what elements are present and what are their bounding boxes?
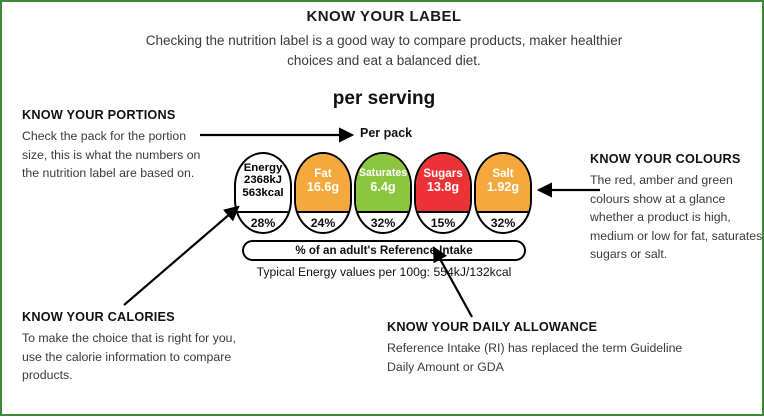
nutrient-cell-saturates-capsule (354, 152, 412, 234)
nutrient-salt-value: 1.92g (486, 179, 520, 194)
nutrient-cell-salt-divider (476, 211, 530, 214)
typical-energy-values: Typical Energy values per 100g: 554kJ/13… (256, 265, 512, 279)
nutrient-saturates-value: 6.4g (370, 179, 396, 194)
nutrient-saturates-name: Saturates (358, 166, 408, 179)
annotation-allowance-body: Reference Intake (RI) has replaced the t… (387, 341, 683, 374)
annotation-portions-heading: KNOW YOUR PORTIONS (22, 108, 176, 122)
nutrient-fat-percent: 24% (310, 215, 336, 230)
nutrient-cell-sugars: Sugars 13.8g 15% (414, 152, 472, 234)
annotation-know-your-calories: KNOW YOUR CALORIES To make the choice th… (22, 310, 257, 385)
nutrient-energy-kcal: 563kcal (242, 186, 284, 199)
nutrient-salt-percent: 32% (490, 215, 516, 230)
nutrient-cell-sugars-capsule (414, 152, 472, 234)
nutrient-cell-sugars-fill (416, 154, 470, 211)
nutrient-sugars-percent: 15% (430, 215, 456, 230)
nutrient-fat-value: 16.6g (306, 179, 340, 194)
nutrient-cell-energy-text: Energy 2368kJ 563kcal (234, 152, 292, 209)
nutrient-cell-fat-capsule (294, 152, 352, 234)
nutrient-salt-name: Salt (492, 166, 514, 180)
nutrient-cell-sugars-text: Sugars 13.8g (414, 152, 472, 209)
annotation-colours-heading: KNOW YOUR COLOURS (590, 152, 741, 166)
nutrient-cell-salt: Salt 1.92g 32% (474, 152, 532, 234)
page-title: KNOW YOUR LABEL (306, 8, 462, 25)
nutrient-cell-energy: Energy 2368kJ 563kcal 28% (234, 152, 292, 234)
per-pack-label: Per pack (360, 126, 413, 140)
nutrient-cell-sugars-divider (416, 211, 470, 214)
nutrient-cell-fat-fill (296, 154, 350, 211)
nutrient-cell-fat-divider (296, 211, 350, 214)
per-serving-heading: per serving (332, 88, 436, 109)
nutrient-cell-energy-divider (236, 211, 290, 214)
annotation-calories-heading: KNOW YOUR CALORIES (22, 310, 175, 324)
nutrient-cell-saturates-text: Saturates 6.4g (354, 152, 412, 209)
reference-intake-pill: % of an adult's Reference Intake (242, 240, 526, 261)
nutrient-saturates-percent: 32% (370, 215, 396, 230)
nutrient-fat-name: Fat (314, 166, 332, 180)
page-subtitle: Checking the nutrition label is a good w… (145, 33, 623, 68)
nutrient-cell-salt-fill (476, 154, 530, 211)
annotation-allowance-heading: KNOW YOUR DAILY ALLOWANCE (387, 320, 598, 334)
annotation-know-your-daily-allowance: KNOW YOUR DAILY ALLOWANCE Reference Inta… (387, 320, 687, 376)
traffic-light-nutrition-label: Energy 2368kJ 563kcal 28% Fat 16.6g 24% (234, 152, 534, 234)
annotation-know-your-colours: KNOW YOUR COLOURS The red, amber and gre… (590, 152, 764, 264)
annotation-know-your-portions: KNOW YOUR PORTIONS Check the pack for th… (22, 108, 212, 183)
nutrient-energy-name: Energy (243, 161, 283, 174)
nutrient-energy-kj: 2368kJ (243, 174, 282, 187)
nutrient-cell-saturates: Saturates 6.4g 32% (354, 152, 412, 234)
nutrient-cell-energy-capsule (234, 152, 292, 234)
nutrient-energy-percent: 28% (250, 215, 276, 230)
nutrient-cell-salt-capsule (474, 152, 532, 234)
nutrient-cell-saturates-fill (356, 154, 410, 211)
nutrient-cell-fat: Fat 16.6g 24% (294, 152, 352, 234)
nutrient-cell-saturates-divider (356, 211, 410, 214)
annotation-calories-body: To make the choice that is right for you… (22, 331, 236, 382)
annotation-portions-body: Check the pack for the portion size, thi… (22, 129, 201, 180)
arrow-calories (123, 205, 240, 306)
nutrient-sugars-name: Sugars (423, 166, 463, 180)
nutrient-cell-salt-text: Salt 1.92g (474, 152, 532, 209)
nutrient-cell-fat-text: Fat 16.6g (294, 152, 352, 209)
nutrient-sugars-value: 13.8g (426, 179, 460, 194)
annotation-colours-body: The red, amber and green colours show at… (590, 173, 764, 261)
